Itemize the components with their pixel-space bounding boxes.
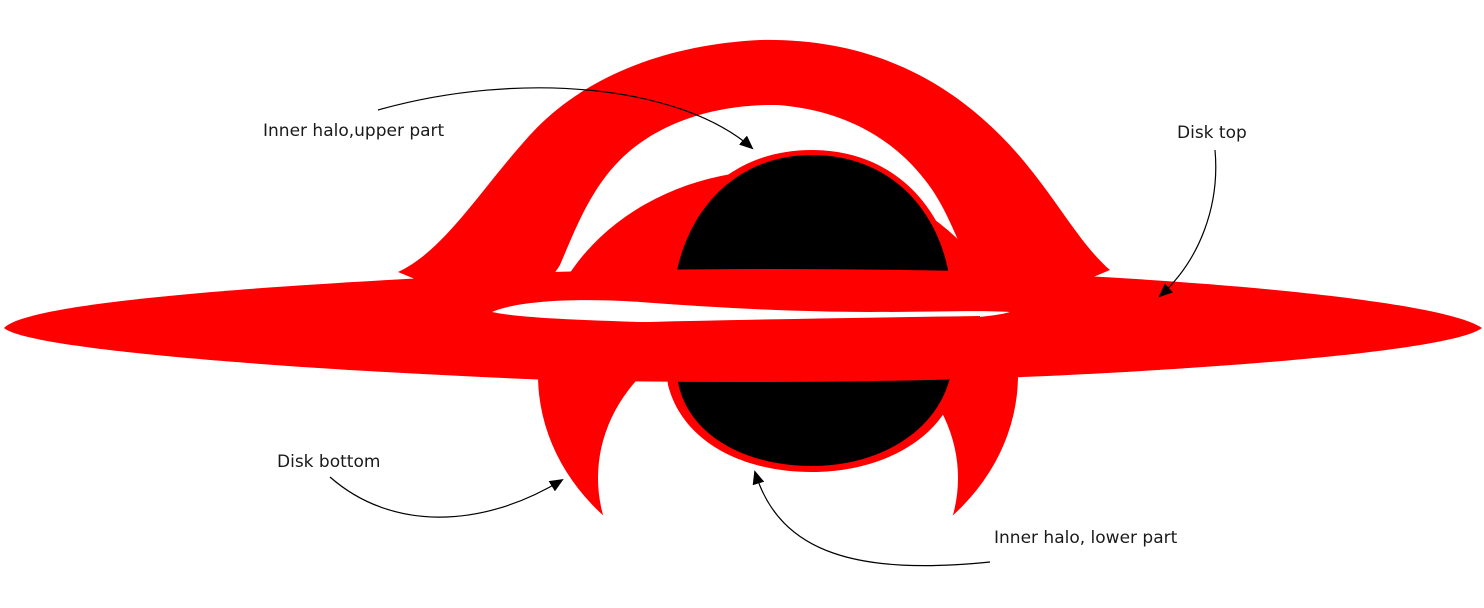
label-disk-top: Disk top [1177,123,1247,143]
label-disk-bottom: Disk bottom [277,452,380,472]
disk-top [4,269,1482,383]
disk-top-front-band [580,316,980,328]
annotation-labels: Inner halo,upper part Disk top Disk bott… [263,121,1247,548]
disk-top-arch-shape [398,39,1110,312]
label-inner-halo-lower: Inner halo, lower part [994,528,1178,548]
arrow-inner-halo-lower [752,470,991,567]
arrow-disk-bottom [329,476,564,518]
annotation-arrows [329,87,1217,567]
arrow-inner-halo-upper [377,87,754,150]
label-inner-halo-upper: Inner halo,upper part [263,121,445,141]
arrow-disk-top [1158,149,1217,298]
disk-top-arch [398,39,1110,312]
